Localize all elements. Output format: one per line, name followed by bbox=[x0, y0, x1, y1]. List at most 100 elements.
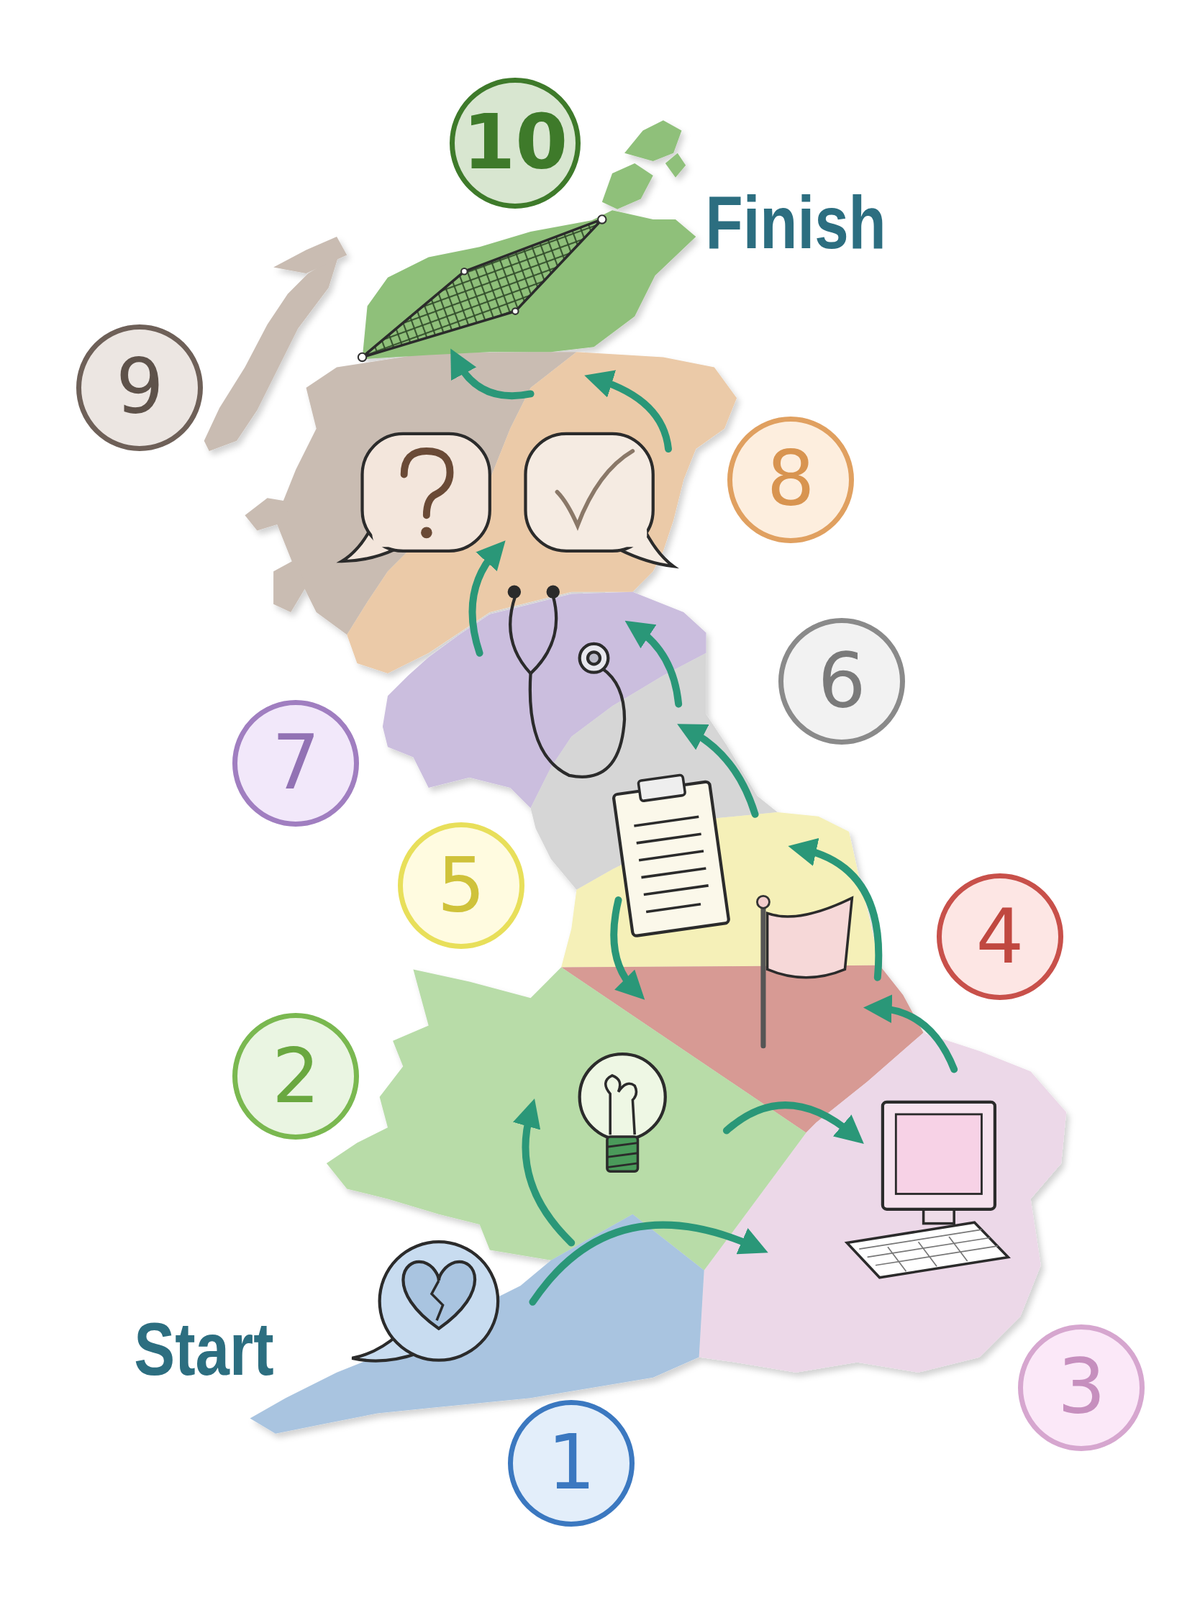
step-number-circle: 9 bbox=[76, 324, 203, 452]
route-arrow bbox=[877, 1007, 954, 1070]
step-number-circle: 1 bbox=[507, 1400, 635, 1527]
clipboard-lines bbox=[641, 868, 706, 878]
region-10 bbox=[362, 210, 697, 359]
route-arrow bbox=[689, 730, 756, 815]
computer-screen bbox=[895, 1114, 982, 1195]
flag-knob bbox=[756, 895, 770, 908]
route-arrow bbox=[525, 1112, 572, 1244]
question-dot bbox=[420, 527, 433, 539]
step-number-circle: 6 bbox=[778, 617, 906, 745]
stethoscope-ear bbox=[509, 587, 520, 598]
region-9-isles bbox=[273, 236, 347, 274]
step-number: 1 bbox=[547, 1425, 596, 1501]
stethoscope-tube bbox=[510, 595, 557, 674]
keyboard-keys bbox=[858, 1229, 982, 1249]
step-number: 6 bbox=[817, 643, 867, 720]
step-number: 7 bbox=[271, 725, 321, 801]
net-knot bbox=[461, 268, 468, 275]
bubble-body bbox=[379, 1241, 499, 1361]
region-9-isles bbox=[273, 558, 306, 613]
step-number: 5 bbox=[437, 848, 486, 924]
route-arrow bbox=[472, 551, 497, 654]
bubble-body bbox=[362, 433, 490, 552]
keyboard-keys bbox=[918, 1241, 938, 1267]
net-knot bbox=[512, 307, 519, 315]
broken-heart-bubble bbox=[351, 1241, 498, 1361]
bulb-base bbox=[607, 1136, 639, 1172]
step-number-circle: 10 bbox=[449, 77, 581, 209]
route-arrow bbox=[726, 1105, 854, 1135]
lightbulb-icon bbox=[579, 1053, 666, 1172]
step-number-circle: 5 bbox=[397, 822, 525, 949]
clipboard-lines bbox=[643, 885, 709, 895]
flag-icon bbox=[756, 895, 852, 1047]
map-regions bbox=[204, 120, 1067, 1434]
flag-cloth bbox=[767, 897, 853, 978]
step-number-circle: 7 bbox=[232, 700, 359, 827]
step-number: 4 bbox=[976, 899, 1025, 975]
step-number-circle: 4 bbox=[936, 873, 1064, 1000]
bubble-patch bbox=[371, 522, 394, 547]
check-bubble bbox=[525, 433, 674, 567]
net-knot bbox=[597, 215, 606, 224]
step-number: 3 bbox=[1057, 1349, 1106, 1426]
stethoscope-ear bbox=[548, 587, 559, 598]
net-mesh bbox=[362, 219, 603, 357]
bulb-glass bbox=[579, 1053, 666, 1140]
clipboard-icon bbox=[611, 771, 729, 936]
step-number-circle: 3 bbox=[1017, 1324, 1145, 1452]
heart-symbol bbox=[402, 1261, 475, 1329]
clipboard-lines bbox=[633, 816, 711, 912]
keyboard-keys bbox=[867, 1237, 990, 1257]
stethoscope-icon bbox=[509, 587, 625, 777]
bubble-patch bbox=[395, 1332, 416, 1353]
flag-pole bbox=[760, 906, 766, 1047]
clipboard-lines bbox=[636, 833, 702, 844]
route-arrows bbox=[456, 361, 954, 1303]
stethoscope-chest bbox=[579, 643, 609, 673]
keyboard-keys bbox=[948, 1236, 968, 1262]
heart-crack bbox=[431, 1280, 444, 1321]
computer-keyboard bbox=[846, 1222, 1008, 1278]
route-arrow bbox=[613, 900, 635, 990]
step-number-circle: 8 bbox=[727, 416, 854, 544]
step-number-circle: 2 bbox=[232, 1012, 359, 1140]
bubble-patch bbox=[624, 522, 647, 547]
clipboard-clip bbox=[638, 774, 686, 802]
clipboard-lines bbox=[638, 851, 704, 861]
bulb-thread bbox=[607, 1143, 639, 1168]
step-number: 10 bbox=[462, 105, 568, 181]
route-label: Start bbox=[134, 1311, 275, 1387]
bubble-body bbox=[525, 433, 653, 552]
region-2 bbox=[326, 967, 807, 1271]
route-arrow bbox=[456, 361, 531, 396]
bulb-filament bbox=[605, 1075, 637, 1135]
clipboard-lines bbox=[633, 816, 699, 826]
step-number: 8 bbox=[766, 441, 816, 518]
clipboard-lines bbox=[646, 904, 701, 913]
route-label: Finish bbox=[705, 184, 887, 260]
question-bubble bbox=[341, 433, 490, 562]
net-icon bbox=[358, 215, 607, 362]
region-10-isles bbox=[624, 120, 682, 162]
step-number: 2 bbox=[271, 1038, 321, 1115]
region-10-isles bbox=[602, 163, 654, 210]
stethoscope-chest bbox=[587, 651, 600, 665]
question-symbol bbox=[404, 451, 451, 516]
region-10-isles bbox=[665, 153, 686, 178]
keyboard-keys bbox=[858, 1229, 998, 1272]
region-9-isles bbox=[204, 255, 339, 452]
route-arrow bbox=[636, 628, 679, 705]
computer-monitor bbox=[882, 1102, 995, 1210]
stethoscope-tube bbox=[530, 668, 625, 777]
region-9-isles bbox=[244, 497, 291, 531]
net-knot bbox=[358, 353, 367, 362]
route-arrow bbox=[802, 848, 879, 978]
keyboard-keys bbox=[887, 1246, 907, 1272]
route-arrow bbox=[597, 379, 669, 449]
clipboard-board bbox=[612, 781, 729, 936]
computer-icon bbox=[846, 1102, 1008, 1278]
check-symbol bbox=[556, 451, 633, 526]
region-1 bbox=[250, 1214, 705, 1434]
